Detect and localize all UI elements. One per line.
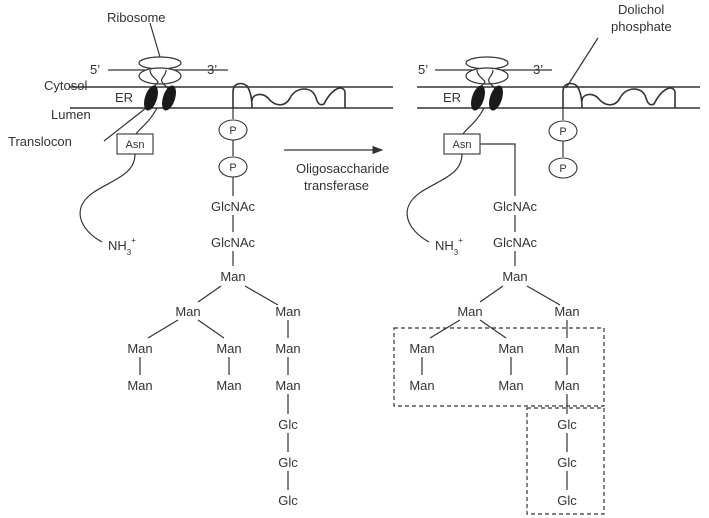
mrna-5prime-label: 5’	[418, 62, 428, 77]
right-panel: 5’ 3’ ER Asn NH3+ Dolichol phosphate	[394, 2, 700, 514]
sugar-glcnac: GlcNAc	[211, 199, 256, 214]
bond	[198, 320, 224, 338]
enzyme-label-line1: Oligosaccharide	[296, 161, 389, 176]
dolichol-chain	[582, 88, 675, 108]
sugar-glc: Glc	[278, 455, 298, 470]
sugar-man: Man	[275, 341, 300, 356]
translocon-label: Translocon	[8, 134, 72, 149]
dolichol-label-line1: Dolichol	[618, 2, 664, 17]
er-label: ER	[115, 90, 133, 105]
nh3-label: NH3+	[435, 236, 463, 257]
sugar-man: Man	[498, 378, 523, 393]
polypeptide-upper	[136, 108, 157, 134]
sugar-glc: Glc	[557, 417, 577, 432]
sugar-man: Man	[409, 378, 434, 393]
cytosol-label: Cytosol	[44, 78, 87, 93]
sugar-man: Man	[175, 304, 200, 319]
sugar-man: Man	[127, 378, 152, 393]
dolichol-chain	[252, 88, 345, 108]
asn-glycan-bond	[480, 144, 515, 196]
sugar-man: Man	[554, 304, 579, 319]
phosphate-label-2: P	[229, 162, 236, 174]
sugar-man: Man	[275, 304, 300, 319]
sugar-man: Man	[502, 269, 527, 284]
mrna-3prime-label: 3’	[533, 62, 543, 77]
mrna-5prime-label: 5’	[90, 62, 100, 77]
er-label: ER	[443, 90, 461, 105]
bond	[527, 286, 560, 305]
sugar-glc: Glc	[278, 417, 298, 432]
sugar-man: Man	[275, 378, 300, 393]
polypeptide-upper	[463, 108, 484, 134]
lumen-label: Lumen	[51, 107, 91, 122]
sugar-glcnac: GlcNAc	[211, 235, 256, 250]
polypeptide-lower	[80, 154, 135, 242]
mannose-highlight-box	[394, 328, 604, 406]
ribosome	[466, 57, 508, 90]
bond	[480, 286, 503, 302]
ribosome	[139, 57, 181, 90]
sugar-man: Man	[216, 378, 241, 393]
nh3-label: NH3+	[108, 236, 136, 257]
bond	[430, 320, 460, 338]
left-panel: 5’ 3’ Ribosome Cytosol Lumen ER Transloc…	[8, 10, 393, 508]
asn-label: Asn	[453, 139, 472, 151]
mrna-3prime-label: 3’	[207, 62, 217, 77]
bond	[480, 320, 506, 338]
sugar-man: Man	[409, 341, 434, 356]
phosphate-label-1: P	[229, 125, 236, 137]
bond	[198, 286, 221, 302]
sugar-man: Man	[127, 341, 152, 356]
sugar-man: Man	[220, 269, 245, 284]
polypeptide-lower	[407, 154, 462, 242]
sugar-glc: Glc	[557, 493, 577, 508]
oligosaccharide-left: GlcNAc GlcNAc Man Man Man Man Man Man Ma…	[127, 199, 300, 508]
phosphate-label-1: P	[559, 126, 566, 138]
sugar-man: Man	[554, 341, 579, 356]
sugar-glc: Glc	[557, 455, 577, 470]
dolichol-pointer	[566, 38, 598, 88]
transfer-arrow: Oligosaccharide transferase	[284, 150, 389, 193]
sugar-man: Man	[457, 304, 482, 319]
sugar-glc: Glc	[278, 493, 298, 508]
sugar-man: Man	[498, 341, 523, 356]
sugar-man: Man	[216, 341, 241, 356]
phosphate-label-2: P	[559, 163, 566, 175]
sugar-glcnac: GlcNAc	[493, 235, 538, 250]
dolichol-label-line2: phosphate	[611, 19, 672, 34]
sugar-man: Man	[554, 378, 579, 393]
sugar-glcnac: GlcNAc	[493, 199, 538, 214]
ribosome-pointer	[150, 23, 160, 57]
bond	[245, 286, 278, 305]
ribosome-label: Ribosome	[107, 10, 166, 25]
bond	[148, 320, 178, 338]
enzyme-label-line2: transferase	[304, 178, 369, 193]
asn-label: Asn	[126, 139, 145, 151]
